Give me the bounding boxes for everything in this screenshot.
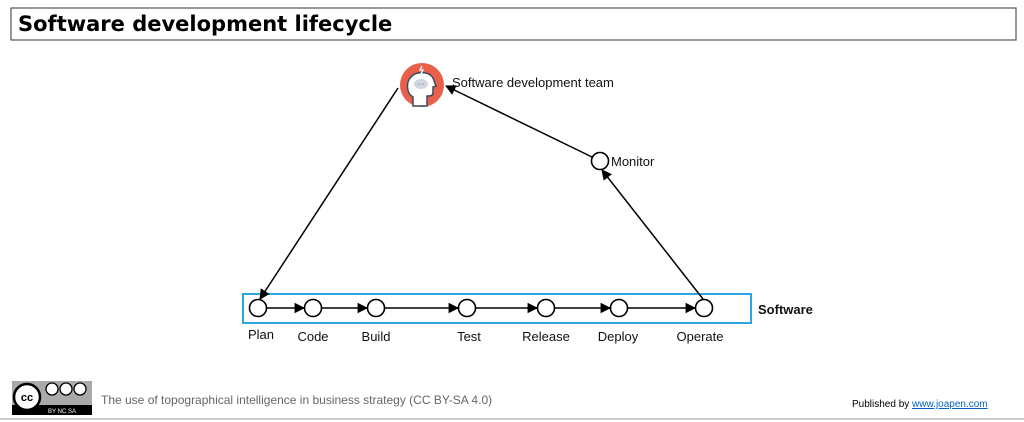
software-box [242, 293, 752, 324]
stage-node-code [303, 298, 323, 318]
title-box [10, 7, 1017, 41]
software-label: Software [758, 302, 813, 317]
stage-label-build: Build [362, 329, 391, 344]
team-head-icon: ··· [400, 63, 444, 107]
stage-node-build [366, 298, 386, 318]
publisher-link[interactable]: www.joapen.com [911, 399, 988, 410]
stage-label-release: Release [522, 329, 570, 344]
stage-node-deploy [609, 298, 629, 318]
stage-node-release [536, 298, 556, 318]
svg-text:BY NC SA: BY NC SA [48, 409, 76, 415]
page-title: Software development lifecycle [18, 12, 392, 36]
stage-node-plan [248, 298, 268, 318]
team-label: Software development team [452, 75, 614, 90]
stage-node-test [457, 298, 477, 318]
monitor-label: Monitor [611, 154, 655, 169]
svg-text:···: ··· [418, 81, 425, 88]
stage-label-code: Code [297, 329, 328, 344]
published-by: Published by www.joapen.com [852, 399, 988, 410]
stage-label-test: Test [457, 329, 481, 344]
connectors [259, 85, 704, 314]
monitor-to-team-arrow [445, 85, 593, 158]
cc-license-logo: cc BY NC SA [12, 381, 92, 415]
stage-label-deploy: Deploy [598, 329, 639, 344]
team-to-plan-arrow [259, 87, 399, 300]
stage-node-operate [694, 298, 714, 318]
footer-caption: The use of topographical intelligence in… [101, 393, 492, 407]
operate-to-monitor-arrow [601, 169, 704, 300]
monitor-node [590, 151, 610, 171]
svg-text:cc: cc [21, 392, 33, 404]
published-prefix: Published by [852, 399, 912, 410]
stage-label-plan: Plan [248, 327, 274, 342]
stage-label-operate: Operate [677, 329, 724, 344]
